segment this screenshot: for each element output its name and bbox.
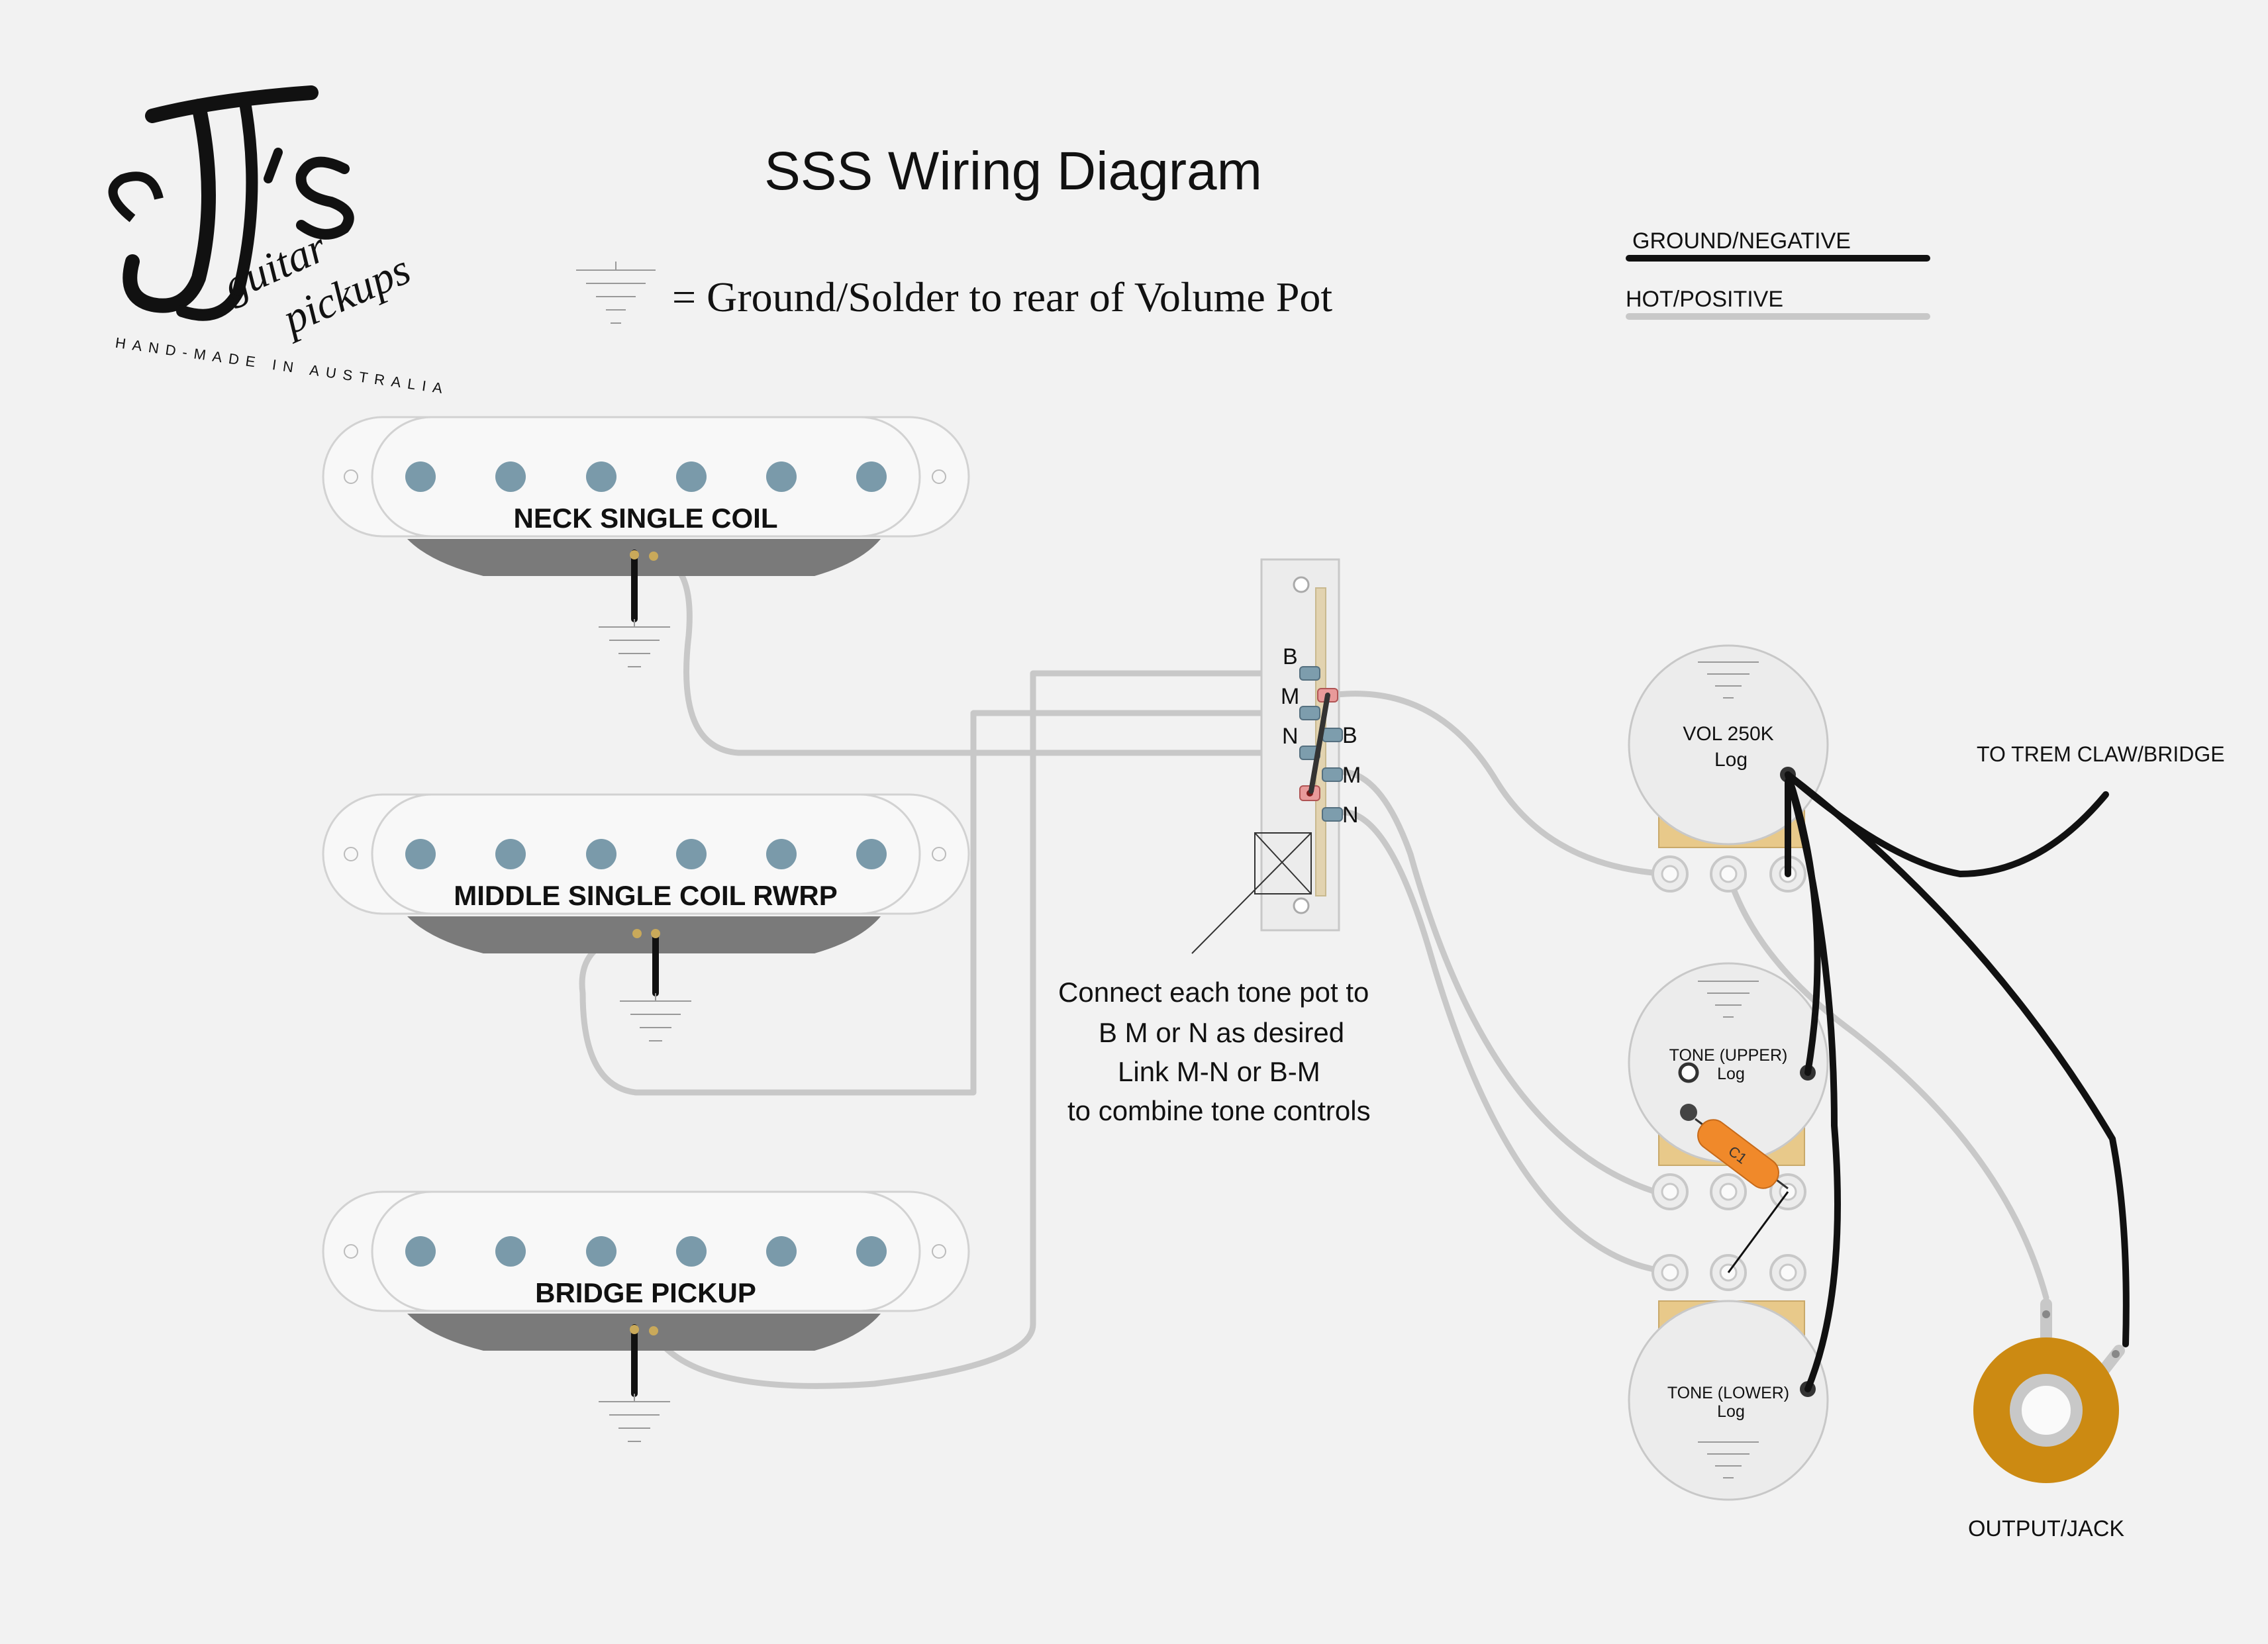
volume-pot-taper: Log [1714,749,1748,771]
tone-upper-pot: TONE (UPPER) Log [1628,962,1829,1210]
diagram-title: SSS Wiring Diagram [764,141,1262,201]
hot-wires [579,553,2049,1389]
switch-label-right-b: B [1342,723,1357,748]
switch-label-left-n: N [1282,724,1299,749]
five-way-switch [1191,558,1343,954]
instruction-line: to combine tone controls [1067,1095,1371,1126]
volume-pot-name: VOL 250K [1683,723,1773,745]
switch-label-right-m: M [1342,763,1361,788]
switch-label-left-m: M [1281,684,1299,709]
wire-legend: GROUND/NEGATIVE HOT/POSITIVE [1626,228,1930,320]
middle-pickup-label: MIDDLE SINGLE COIL RWRP [454,880,837,911]
logo-tagline: HAND-MADE IN AUSTRALIA [115,334,450,398]
pole-pieces [405,461,887,492]
pole-pieces [405,1236,887,1267]
switch-label-left-b: B [1283,644,1298,669]
output-jack [1973,1298,2125,1483]
ground-wires [1785,771,2130,1392]
instruction-line: B M or N as desired [1099,1017,1344,1048]
bridge-pickup: BRIDGE PICKUP [322,1190,970,1351]
volume-pot: VOL 250K Log [1628,644,1829,893]
tone-upper-pot-taper: Log [1717,1065,1745,1083]
output-jack-label: OUTPUT/JACK [1968,1516,2124,1541]
instruction-line: Connect each tone pot to [1058,977,1369,1008]
switch-label-right-n: N [1342,802,1359,828]
instructions: Connect each tone pot to B M or N as des… [1058,977,1371,1126]
trem-claw-label: TO TREM CLAW/BRIDGE [1977,742,2225,766]
ground-symbol-key [576,262,656,324]
pickup-ground-leads [598,550,692,1442]
tone-lower-pot-name: TONE (LOWER) [1667,1384,1789,1402]
legend-hot-label: HOT/POSITIVE [1626,287,1783,312]
pole-pieces [405,839,887,869]
tone-link-wire [1727,1191,1789,1273]
instruction-line: Link M-N or B-M [1118,1056,1320,1087]
capacitor: C1 [1695,1118,1789,1190]
neck-pickup: NECK SINGLE COIL [322,416,970,576]
tone-lower-pot: TONE (LOWER) Log [1628,1254,1829,1501]
switch-labels: B M N B M N [1281,644,1361,828]
bridge-pickup-label: BRIDGE PICKUP [535,1277,756,1308]
ground-note: = Ground/Solder to rear of Volume Pot [672,273,1332,320]
tone-upper-pot-name: TONE (UPPER) [1669,1046,1788,1065]
middle-pickup: MIDDLE SINGLE COIL RWRP [322,793,970,953]
legend-ground-label: GROUND/NEGATIVE [1632,228,1851,254]
tone-lower-pot-taper: Log [1717,1402,1745,1421]
neck-pickup-label: NECK SINGLE COIL [513,503,777,534]
jjs-logo: guitar pickups HAND-MADE IN AUSTRALIA [108,85,450,398]
